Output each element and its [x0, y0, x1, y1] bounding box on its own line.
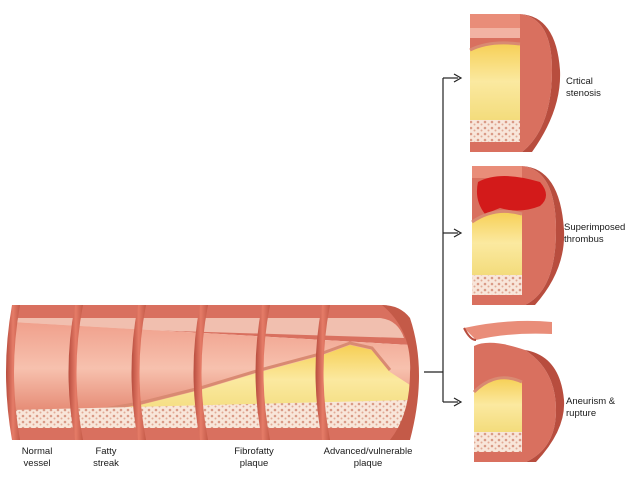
vessel-slices: [6, 305, 419, 440]
vessel-progression: [6, 305, 419, 440]
vessel-bottom-wall: [12, 428, 410, 440]
label-normal-vessel-line1: Normal: [21, 446, 53, 457]
plaque-wedge: [80, 345, 410, 415]
label-fatty-streak-line1: Fatty: [95, 446, 117, 457]
label-critical-stenosis: Crtical stenosis: [566, 76, 601, 100]
label-critical-stenosis-line2: stenosis: [566, 88, 601, 99]
critical-stenosis-illustration: [469, 14, 561, 152]
ruptured-flap: [464, 320, 552, 340]
thrombus-clot: [476, 176, 546, 214]
label-advanced-plaque: Advanced/vulnerable plaque: [316, 446, 420, 470]
label-critical-stenosis-line1: Crtical: [566, 76, 593, 87]
label-normal-vessel: Normal vessel: [14, 446, 60, 470]
label-advanced-plaque-line2: plaque: [353, 458, 383, 469]
label-fibrofatty-plaque: Fibrofatty plaque: [224, 446, 284, 470]
vessel-top-intima: [12, 318, 404, 338]
outcome-arrows: [424, 73, 463, 407]
label-fatty-streak: Fatty streak: [86, 446, 126, 470]
label-superimposed-thrombus: Superimposed thrombus: [564, 222, 625, 246]
label-superimposed-thrombus-line2: thrombus: [564, 234, 604, 245]
label-fibrofatty-plaque-line2: plaque: [239, 458, 269, 469]
plaque-fibrous-cap: [79, 341, 392, 415]
label-aneurism-rupture-line1: Aneurism &: [566, 396, 616, 407]
label-advanced-plaque-line1: Advanced/vulnerable: [323, 446, 413, 457]
label-normal-vessel-line2: vessel: [23, 458, 51, 469]
superimposed-thrombus-illustration: [471, 166, 565, 305]
aneurism-rupture-illustration: [463, 320, 565, 462]
vessel-bottom-media: [12, 400, 410, 428]
label-fatty-streak-line2: streak: [93, 458, 119, 469]
label-aneurism-rupture: Aneurism & rupture: [566, 396, 615, 420]
label-aneurism-rupture-line2: rupture: [566, 408, 597, 419]
label-fibrofatty-plaque-line1: Fibrofatty: [234, 446, 274, 457]
label-superimposed-thrombus-line1: Superimposed: [564, 222, 625, 233]
